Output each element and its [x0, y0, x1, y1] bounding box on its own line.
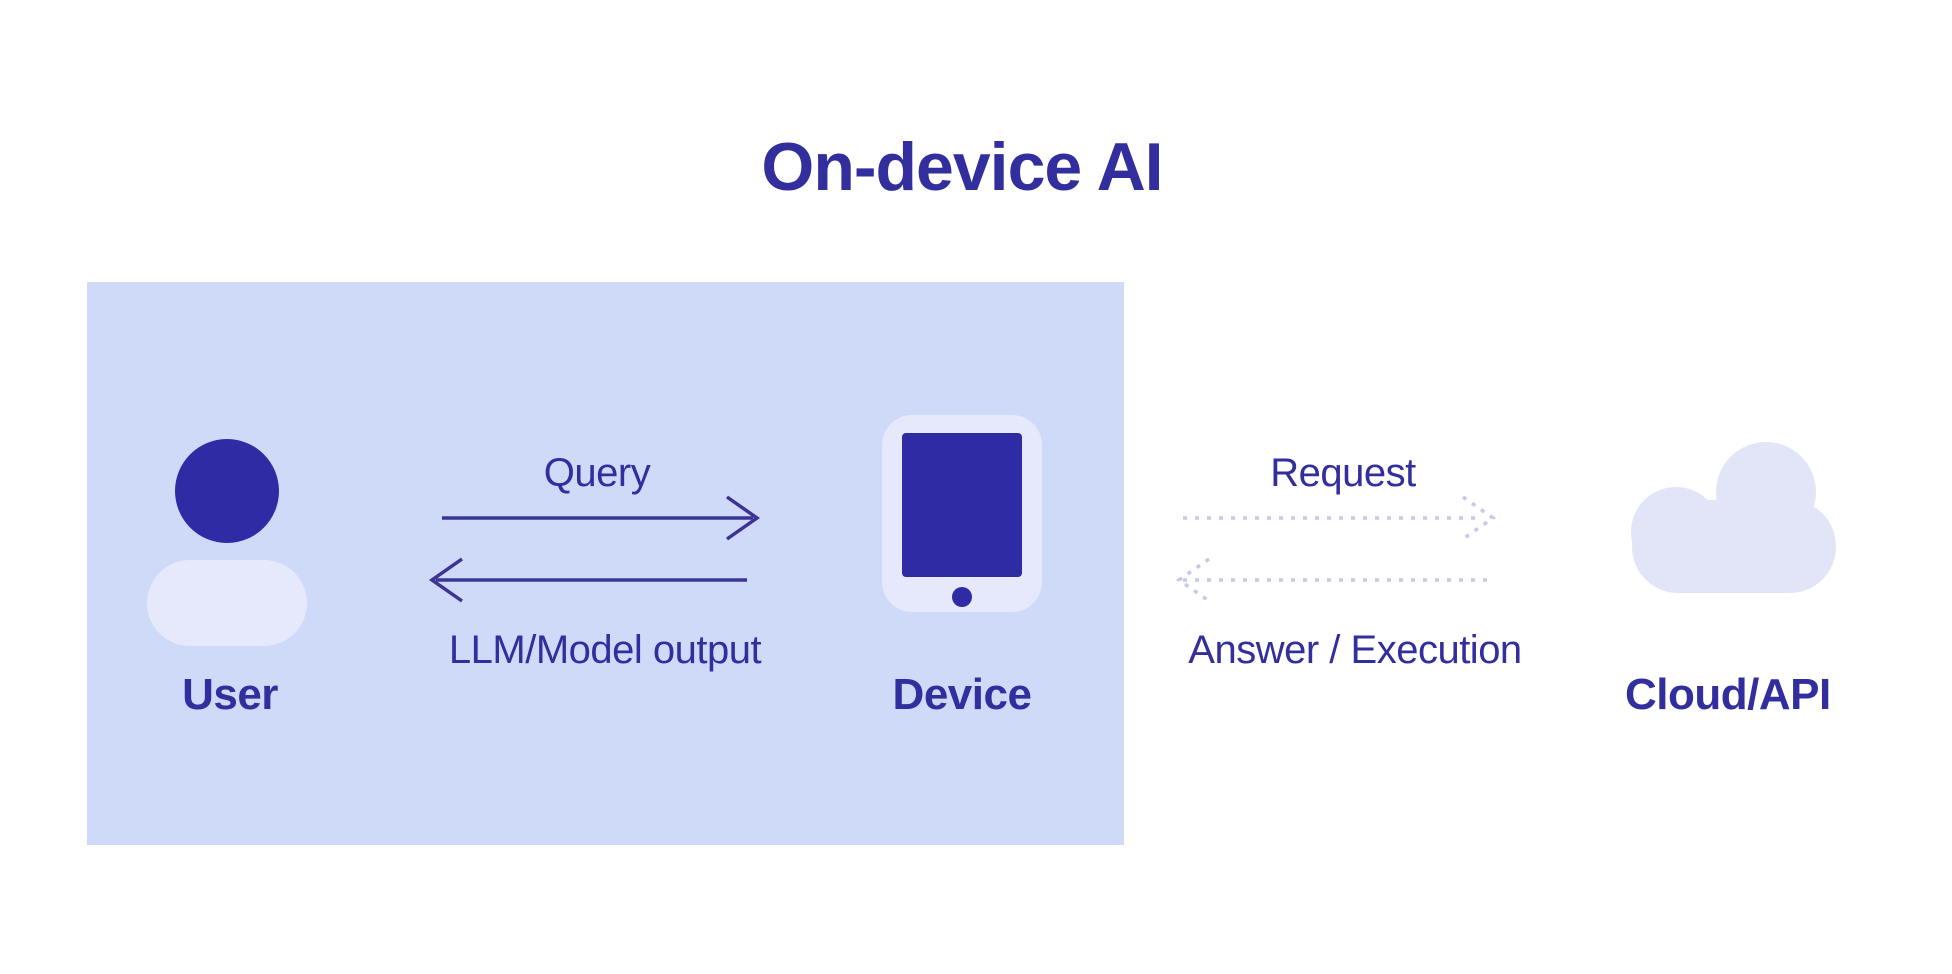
user-label: User [182, 670, 278, 719]
model-output-flow-label: LLM/Model output [448, 628, 762, 672]
request-flow-label: Request [1270, 451, 1416, 495]
answer-arrow-icon [1172, 557, 1502, 603]
request-arrow-icon [1178, 495, 1508, 541]
query-arrow-icon [435, 495, 765, 541]
model-output-arrow-icon [425, 557, 755, 603]
user-icon-body [147, 560, 307, 646]
device-icon [882, 415, 1042, 612]
device-screen [902, 433, 1022, 577]
query-flow-label: Query [543, 451, 651, 495]
answer-flow-label: Answer / Execution [1188, 628, 1522, 672]
cloud-icon [1628, 440, 1840, 601]
device-home-button [952, 587, 972, 607]
device-label: Device [892, 670, 1032, 719]
cloud-label: Cloud/API [1625, 670, 1831, 719]
user-icon [175, 439, 279, 543]
page-title: On-device AI [761, 129, 1163, 205]
